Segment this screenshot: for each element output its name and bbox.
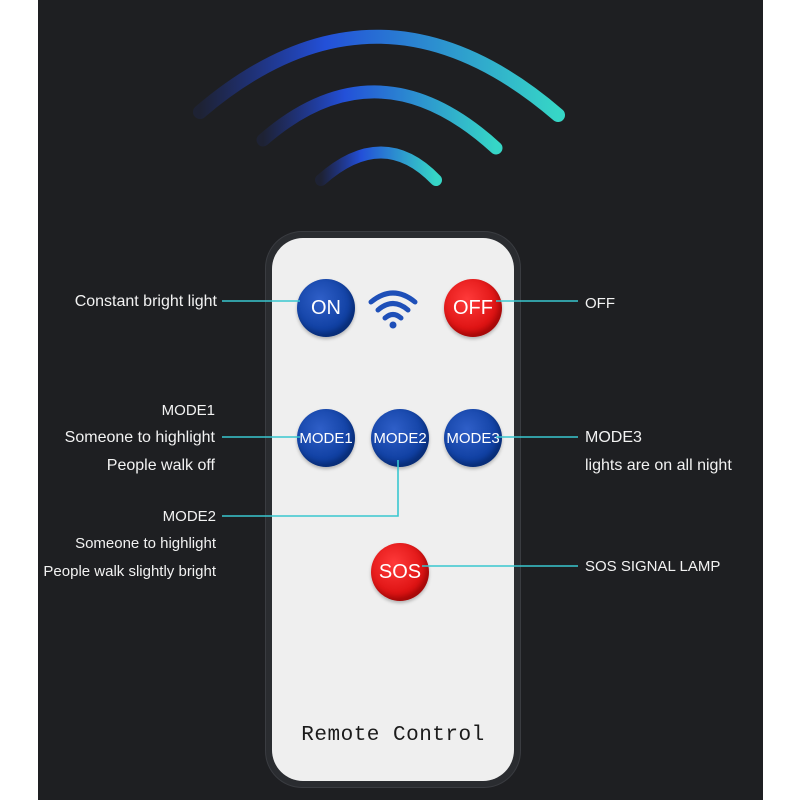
mode2-annotation-line2: People walk slightly bright — [43, 563, 216, 580]
sos-annotation: SOS SIGNAL LAMP — [585, 558, 721, 575]
mode2-button-label: MODE2 — [373, 429, 427, 447]
product-stage: ON OFF MODE1 MODE2 MODE3 SOS — [38, 0, 763, 800]
mode1-annotation-line1: Someone to highlight — [64, 429, 215, 446]
off-button-label: OFF — [453, 296, 493, 319]
on-button-label: ON — [311, 296, 341, 319]
off-annotation: OFF — [585, 295, 615, 312]
off-button[interactable]: OFF — [444, 279, 502, 337]
mode1-button[interactable]: MODE1 — [297, 409, 355, 467]
wifi-icon — [368, 290, 418, 329]
mode3-annotation-title: MODE3 — [585, 429, 642, 446]
mode2-annotation-line1: Someone to highlight — [75, 535, 216, 552]
mode3-button-label: MODE3 — [446, 429, 500, 447]
mode1-annotation-title: MODE1 — [161, 402, 215, 419]
sos-button[interactable]: SOS — [371, 543, 429, 601]
mode3-button[interactable]: MODE3 — [444, 409, 502, 467]
remote-face: ON OFF MODE1 MODE2 MODE3 SOS — [272, 238, 514, 781]
on-button[interactable]: ON — [297, 279, 355, 337]
sos-button-label: SOS — [378, 560, 422, 583]
mode3-annotation-line1: lights are on all night — [585, 457, 732, 474]
mode2-annotation-title: MODE2 — [162, 508, 216, 525]
remote-title: Remote Control — [301, 724, 485, 747]
on-annotation: Constant bright light — [74, 293, 217, 310]
mode1-button-label: MODE1 — [299, 429, 353, 447]
wireless-signal-icon — [193, 29, 565, 186]
mode1-annotation-line2: People walk off — [106, 457, 215, 474]
remote-control: ON OFF MODE1 MODE2 MODE3 SOS — [266, 232, 520, 787]
mode2-button[interactable]: MODE2 — [371, 409, 429, 467]
